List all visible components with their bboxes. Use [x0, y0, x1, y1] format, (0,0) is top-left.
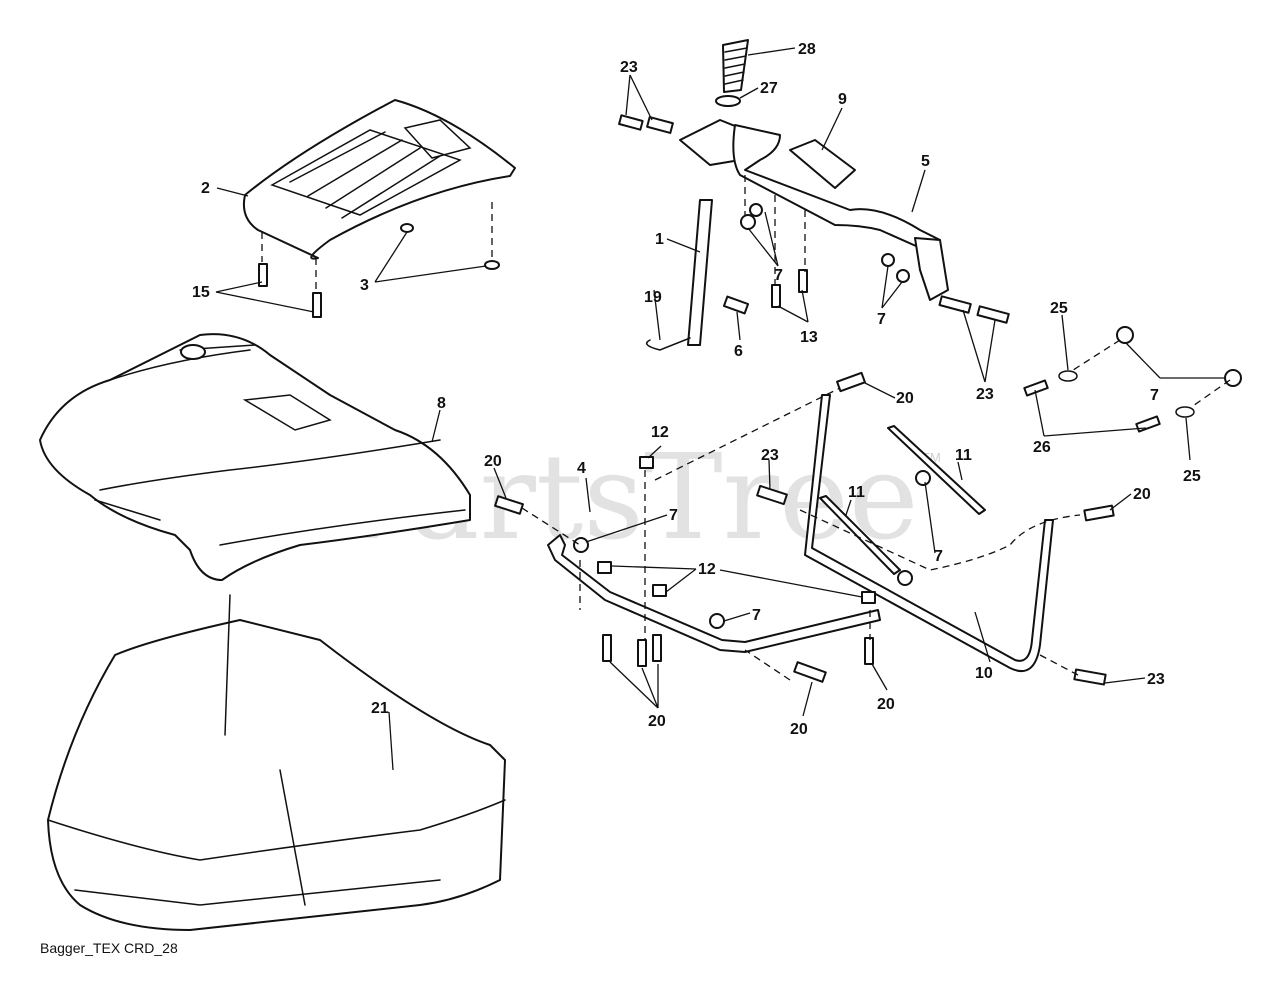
part-23-bolts-upper[interactable] [618, 114, 1010, 324]
callout-7-c[interactable]: 7 [1150, 387, 1159, 404]
callout-23-mid[interactable]: 23 [761, 447, 779, 464]
part-5-handle-assembly[interactable] [679, 119, 949, 301]
callout-19[interactable]: 19 [644, 289, 662, 306]
callout-7-e[interactable]: 7 [934, 548, 943, 565]
part-10-frame[interactable] [804, 394, 1054, 673]
callout-20-left[interactable]: 20 [484, 453, 502, 470]
callout-7-d[interactable]: 7 [669, 507, 678, 524]
part-12-nuts[interactable] [597, 456, 876, 604]
callout-11-right[interactable]: 11 [955, 447, 972, 464]
callout-8[interactable]: 8 [437, 395, 446, 412]
part-19-pin[interactable] [645, 337, 691, 351]
callout-28[interactable]: 28 [798, 41, 816, 58]
callout-20-bottom-right[interactable]: 20 [877, 696, 895, 713]
callout-12-top[interactable]: 12 [651, 424, 669, 441]
callout-10[interactable]: 10 [975, 665, 993, 682]
callout-25-bottom[interactable]: 25 [1183, 468, 1201, 485]
part-15-bolts[interactable] [258, 263, 322, 318]
assembly-dashed-lines [261, 175, 1231, 681]
callout-20-top[interactable]: 20 [896, 390, 914, 407]
callout-7-a[interactable]: 7 [774, 267, 783, 284]
callout-7-b[interactable]: 7 [877, 311, 886, 328]
part-25-26-hardware[interactable] [1023, 326, 1242, 433]
callout-leaders [215, 47, 1225, 771]
callout-7-f[interactable]: 7 [752, 607, 761, 624]
callout-27[interactable]: 27 [760, 80, 778, 97]
callout-1[interactable]: 1 [655, 231, 664, 248]
callout-21[interactable]: 21 [371, 700, 389, 717]
part-8-hood[interactable] [39, 333, 471, 581]
callout-labels: 28 27 23 9 5 2 3 15 1 19 6 7 13 7 23 25 … [192, 41, 1201, 738]
part-1-tube[interactable] [687, 199, 713, 346]
part-7-nuts-upper[interactable] [740, 214, 910, 283]
callout-2[interactable]: 2 [201, 180, 210, 197]
part-2-cover[interactable] [242, 99, 516, 260]
callout-6[interactable]: 6 [734, 343, 743, 360]
part-21-bag[interactable] [47, 594, 506, 931]
part-3-nuts[interactable] [400, 223, 500, 270]
part-11-rods[interactable] [819, 425, 986, 575]
part-7-nuts-lower[interactable] [573, 470, 931, 629]
part-28-grip[interactable] [722, 39, 749, 93]
callout-23-bottom[interactable]: 23 [1147, 671, 1165, 688]
part-4-frame[interactable] [547, 534, 881, 653]
callout-12-bottom[interactable]: 12 [698, 561, 716, 578]
part-27-ring[interactable] [715, 95, 741, 107]
callout-5[interactable]: 5 [921, 153, 930, 170]
part-20-bolts[interactable] [494, 371, 1115, 686]
callout-20-bottom-left[interactable]: 20 [648, 713, 666, 730]
diagram-caption: Bagger_TEX CRD_28 [40, 940, 178, 956]
callout-23-right[interactable]: 23 [976, 386, 994, 403]
callout-15[interactable]: 15 [192, 284, 210, 301]
callout-20-bottom-mid[interactable]: 20 [790, 721, 808, 738]
callout-25-top[interactable]: 25 [1050, 300, 1068, 317]
callout-11-left[interactable]: 11 [848, 484, 865, 501]
callout-13[interactable]: 13 [800, 329, 818, 346]
callout-9[interactable]: 9 [838, 91, 847, 108]
part-6-bolt[interactable] [722, 295, 750, 315]
callout-23-top[interactable]: 23 [620, 59, 638, 76]
callout-4[interactable]: 4 [577, 460, 586, 477]
callout-20-right[interactable]: 20 [1133, 486, 1151, 503]
callout-26[interactable]: 26 [1033, 439, 1051, 456]
callout-3[interactable]: 3 [360, 277, 369, 294]
